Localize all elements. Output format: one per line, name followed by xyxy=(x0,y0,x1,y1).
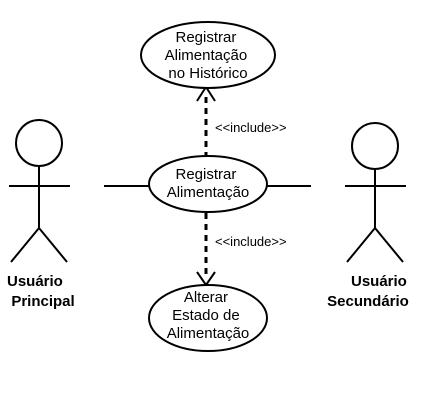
include-arrow-historico xyxy=(196,85,216,158)
actor-principal-name-line1: Usuário xyxy=(7,273,63,290)
use-case-registrar-line2: Alimentação xyxy=(167,184,250,201)
include-label-historico: <<include>> xyxy=(215,120,287,135)
actor-usuario-secundario: Usuário Secundário xyxy=(327,122,411,310)
use-case-historico-line1: Registrar xyxy=(175,29,236,46)
include-label-estado: <<include>> xyxy=(215,234,287,249)
use-case-historico-ellipse xyxy=(140,21,276,89)
actor-principal-name-line2: Principal xyxy=(11,293,74,310)
actor-principal-figure xyxy=(9,119,70,263)
svg-text:Usuário Secundário: Usuário Secundário xyxy=(327,273,411,310)
actor-secundario-figure xyxy=(345,122,406,263)
actor-principal-right-leg xyxy=(38,227,68,263)
use-case-historico-line3: no Histórico xyxy=(168,65,247,82)
include-arrow-estado xyxy=(196,213,216,287)
use-case-estado-ellipse xyxy=(148,284,268,352)
svg-text:Registrar Alimentação: Registrar Alimentação no Histórico xyxy=(165,29,252,82)
use-case-historico-line2: Alimentação xyxy=(165,47,248,64)
svg-text:Alterar Estado de: Alterar Estado de Alimentação xyxy=(167,289,250,342)
use-case-registrar-historico: Registrar Alimentação no Histórico xyxy=(140,21,276,89)
actor-usuario-principal: Usuário Principal xyxy=(7,119,75,310)
use-case-registrar-ellipse xyxy=(148,155,268,213)
actor-principal-left-leg xyxy=(10,227,40,263)
actor-secundario-right-leg xyxy=(374,227,404,263)
actor-principal-head xyxy=(15,119,63,167)
use-case-estado-line2: Estado de xyxy=(172,307,240,324)
use-case-estado-line3: Alimentação xyxy=(167,325,250,342)
actor-secundario-name-line1: Usuário xyxy=(351,273,407,290)
actor-secundario-left-leg xyxy=(346,227,376,263)
actor-secundario-name-line2: Secundário xyxy=(327,293,409,310)
actor-secundario-head xyxy=(351,122,399,170)
svg-text:Registrar Alimentação: Registrar Alimentação xyxy=(167,166,250,201)
use-case-estado-line1: Alterar xyxy=(184,289,228,306)
use-case-alterar-estado: Alterar Estado de Alimentação xyxy=(148,284,268,352)
use-case-registrar-alimentacao: Registrar Alimentação xyxy=(148,155,268,213)
svg-text:Usuário Principal: Usuário Principal xyxy=(7,273,75,310)
use-case-registrar-line1: Registrar xyxy=(175,166,236,183)
